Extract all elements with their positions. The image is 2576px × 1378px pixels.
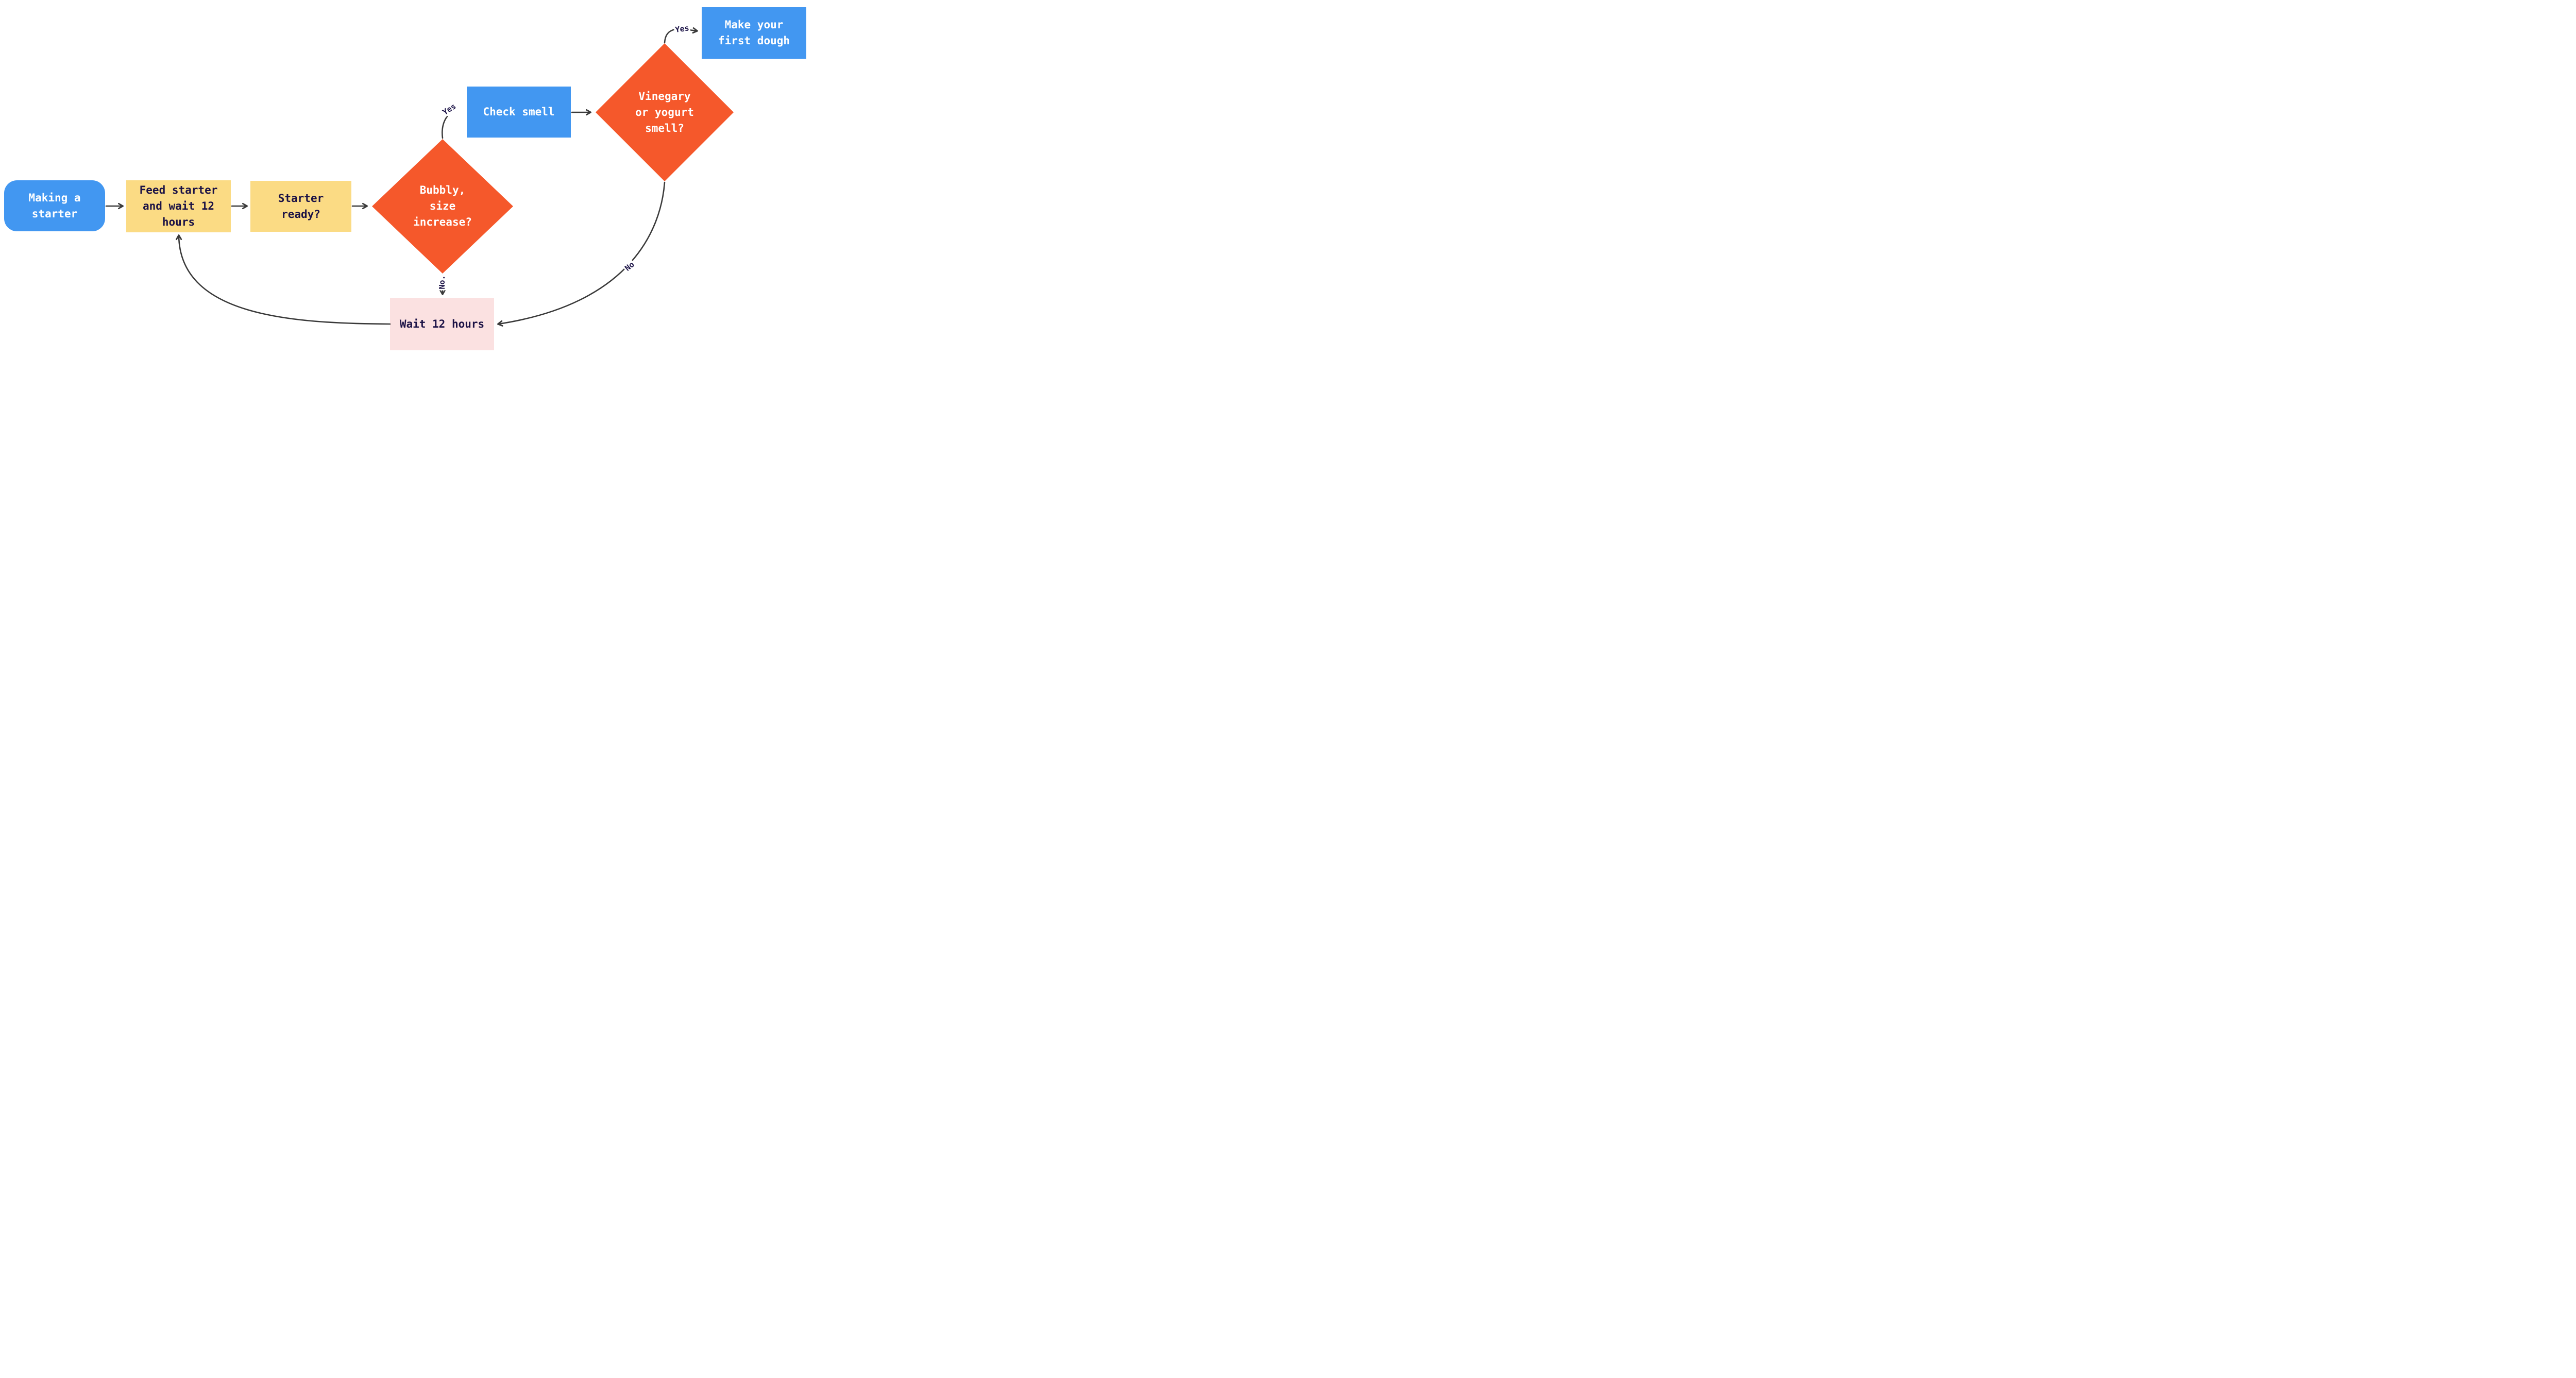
edge-vinegar-no-to-wait: [497, 181, 666, 327]
node-check-smell: Check smell: [467, 87, 571, 138]
node-feed-starter-and-wait-12-hours: Feed starter and wait 12 hours: [126, 180, 231, 232]
edge-label-yes-bubbly-to-check: Yes: [440, 100, 459, 118]
edge-label-no-bubbly-to-wait: No.: [437, 274, 447, 291]
node-starter-ready: Starter ready?: [250, 181, 351, 232]
edge-bubbly-yes-to-check: [441, 115, 448, 139]
edge-wait-back-to-feed: [176, 234, 391, 325]
edge-vinegar-yes-curve: [664, 28, 676, 44]
edge-label-no-vinegar-to-wait: No: [622, 259, 637, 274]
flowchart-canvas: Making a starter Feed starter and wait 1…: [0, 0, 808, 362]
edge-label-yes-vinegar-to-dough: Yes: [673, 23, 691, 35]
decision-vinegary-or-yogurt-smell: Vinegary or yogurt smell?: [596, 43, 734, 181]
node-make-your-first-dough: Make your first dough: [702, 7, 806, 59]
node-wait-12-hours: Wait 12 hours: [390, 298, 494, 350]
node-making-a-starter: Making a starter: [4, 180, 105, 231]
decision-bubbly-size-increase: Bubbly, size increase?: [372, 139, 513, 274]
